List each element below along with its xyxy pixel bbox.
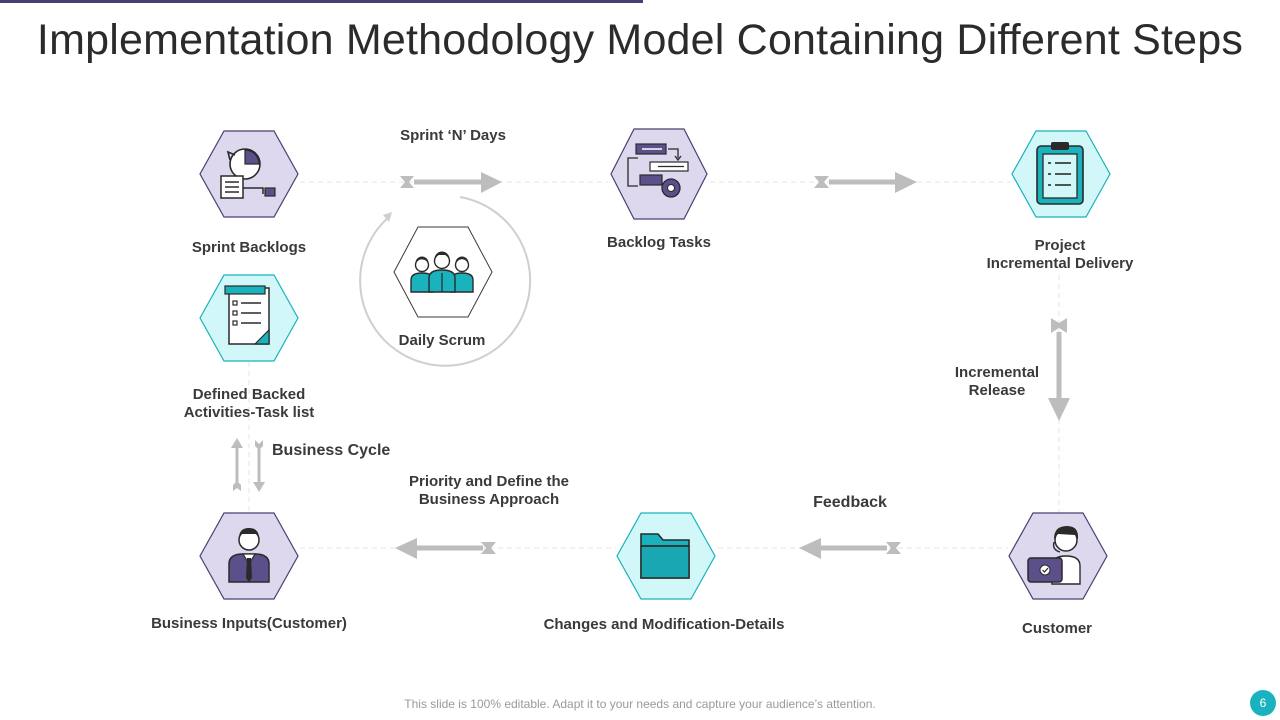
defined-backed-label: Defined Backed Activities-Task list [149, 386, 349, 422]
team-icon [410, 251, 474, 293]
daily-scrum-label: Daily Scrum [398, 332, 486, 349]
incremental-release-line2: Release [968, 382, 1026, 399]
priority-label-line2: Business Approach [418, 491, 560, 508]
sprint-backlogs-label: Sprint Backlogs [191, 239, 307, 256]
clipboard-icon [1036, 142, 1084, 205]
business-cycle-arrows [231, 438, 265, 492]
priority-arrow [395, 538, 496, 559]
sprint-arrow [400, 172, 502, 193]
task-list-icon [224, 285, 270, 345]
defined-backed-hexagon [199, 274, 299, 362]
folder-icon [640, 533, 690, 579]
support-agent-icon [1027, 526, 1081, 585]
priority-label: Priority and Define the Business Approac… [369, 473, 609, 509]
scrum-cycle-arrowhead [383, 212, 392, 222]
scrum-cycle-ring [359, 196, 532, 367]
task-gear-icon [627, 143, 689, 198]
priority-label-line1: Priority and Define the [408, 473, 570, 490]
changes-hexagon [616, 512, 716, 600]
business-cycle-label: Business Cycle [272, 442, 391, 459]
backlog-tasks-label: Backlog Tasks [607, 234, 711, 251]
incremental-release-line1: Incremental [954, 364, 1040, 381]
project-delivery-hexagon [1011, 130, 1111, 218]
feedback-label: Feedback [813, 494, 887, 511]
incremental-release-label: Incremental Release [917, 364, 1077, 400]
backlog-refresh-icon [220, 148, 276, 199]
release-arrow [1048, 318, 1070, 421]
top-accent-bar [0, 0, 643, 3]
businessman-icon [228, 528, 270, 583]
defined-backed-label-line1: Defined Backed [192, 386, 306, 403]
project-delivery-label-line2: Incremental Delivery [986, 255, 1134, 272]
sprint-days-label: Sprint ‘N’ Days [400, 127, 506, 144]
project-delivery-label: Project Incremental Delivery [960, 237, 1160, 273]
business-inputs-label: Business Inputs(Customer) [151, 615, 347, 632]
sprint-backlogs-hexagon [199, 130, 299, 218]
slide-title: Implementation Methodology Model Contain… [36, 16, 1244, 64]
backlog-tasks-hexagon [610, 128, 708, 220]
changes-label: Changes and Modification-Details [543, 616, 785, 633]
project-delivery-label-line1: Project [1034, 237, 1086, 254]
footer-note: This slide is 100% editable. Adapt it to… [404, 697, 876, 711]
customer-label: Customer [1021, 620, 1092, 637]
defined-backed-label-line2: Activities-Task list [183, 404, 315, 421]
business-inputs-hexagon [199, 512, 299, 600]
delivery-arrow [814, 172, 917, 193]
feedback-arrow [799, 538, 901, 559]
page-number-badge: 6 [1250, 690, 1276, 716]
customer-hexagon [1008, 512, 1108, 600]
daily-scrum-hexagon [393, 226, 493, 318]
